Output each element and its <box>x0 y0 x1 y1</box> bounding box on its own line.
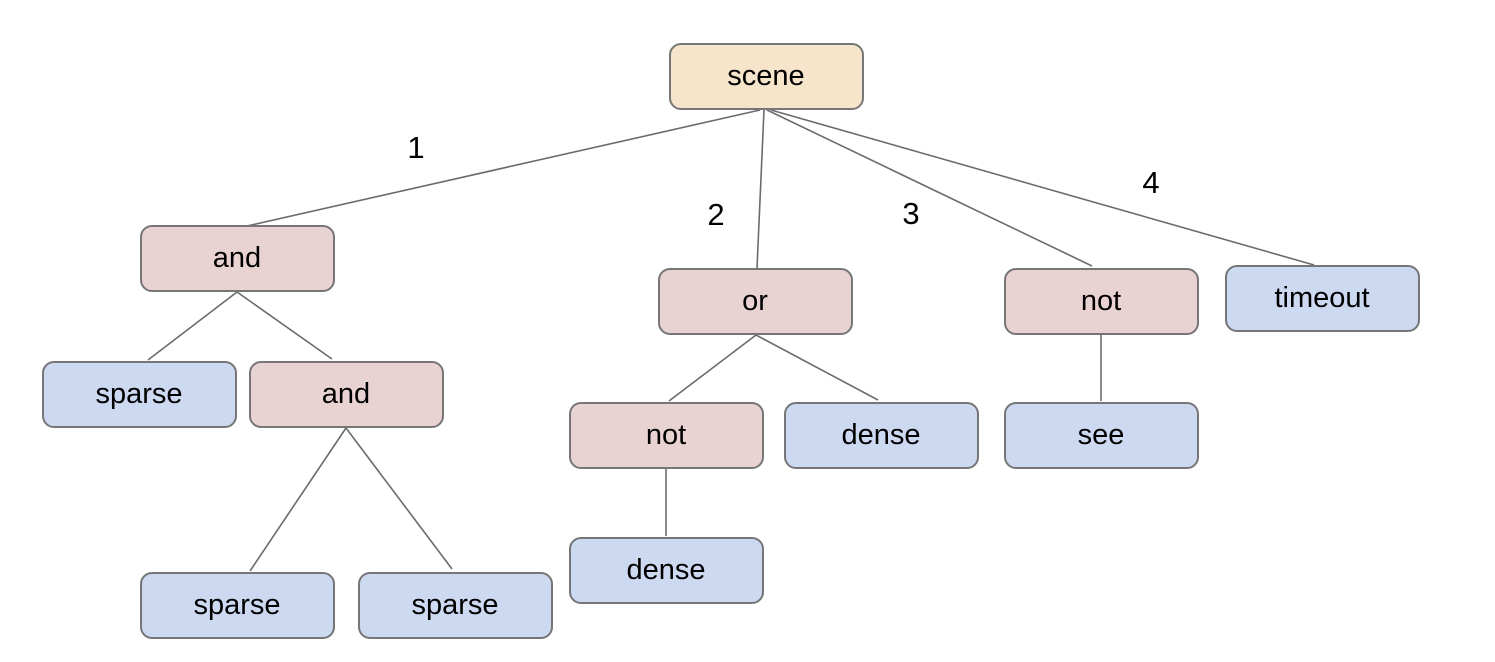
edge-scene-to-and-1 <box>246 109 761 227</box>
tree-node-label: sparse <box>411 588 499 621</box>
edge-label-4: 4 <box>1142 165 1159 200</box>
tree-node-label: sparse <box>193 588 281 621</box>
edge-label-1: 1 <box>407 130 424 165</box>
tree-node-dense-2: dense <box>568 536 764 604</box>
edge-label-3: 3 <box>902 196 919 231</box>
tree-node-label: and <box>212 241 262 274</box>
tree-node-label: and <box>321 377 371 410</box>
tree-node-label: or <box>742 284 768 317</box>
tree-node-or-1: or <box>657 267 853 335</box>
tree-node-label: dense <box>841 418 921 451</box>
tree-node-scene: scene <box>668 42 864 110</box>
tree-node-label: timeout <box>1274 281 1370 314</box>
tree-node-not-1: not <box>1003 267 1199 335</box>
edge-and-1-to-sparse-1 <box>147 291 238 361</box>
edge-and-1-to-and-2 <box>236 291 333 360</box>
tree-node-label: see <box>1077 418 1125 451</box>
tree-node-see: see <box>1003 401 1199 469</box>
edge-and-2-to-sparse-3 <box>345 427 453 570</box>
tree-node-sparse-3: sparse <box>357 571 553 639</box>
edge-scene-to-or-1 <box>756 109 765 269</box>
tree-node-and-1: and <box>139 224 335 292</box>
tree-node-label: sparse <box>95 377 183 410</box>
edge-or-1-to-not-2 <box>668 334 757 402</box>
tree-node-and-2: and <box>248 360 444 428</box>
tree-node-label: not <box>1080 284 1122 317</box>
edge-or-1-to-dense-1 <box>755 334 879 401</box>
tree-node-label: not <box>645 418 687 451</box>
edge-and-2-to-sparse-2 <box>249 427 347 572</box>
tree-node-not-2: not <box>568 401 764 469</box>
edge-scene-to-not-1 <box>766 109 1093 267</box>
tree-node-timeout: timeout <box>1224 264 1420 332</box>
tree-node-label: scene <box>727 59 805 92</box>
tree-node-sparse-1: sparse <box>41 360 237 428</box>
edge-scene-to-timeout <box>770 109 1315 266</box>
edge-label-2: 2 <box>707 197 724 232</box>
tree-node-dense-1: dense <box>783 401 979 469</box>
tree-node-sparse-2: sparse <box>139 571 335 639</box>
tree-node-label: dense <box>626 553 706 586</box>
